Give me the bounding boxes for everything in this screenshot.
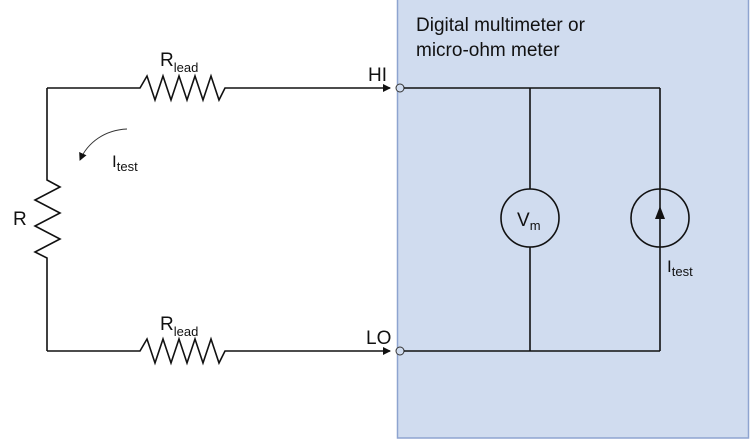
current-source: Itest [630,88,693,351]
meter-title-line2: micro-ohm meter [416,40,560,61]
svg-text:Itest: Itest [112,152,138,174]
current-source-circle [630,188,690,248]
dut-label: R [13,209,27,230]
lo-terminal-label: LO [366,328,391,349]
svg-text:Rlead: Rlead [160,50,198,75]
current-source-arrow-icon [655,206,665,219]
bottom-lead-label: R [160,314,174,335]
bottom-lead-resistor: Rlead [47,314,391,366]
meter-title-line1: Digital multimeter or [416,15,586,36]
current-direction-arrow: Itest [79,128,138,174]
hi-terminal [395,83,405,93]
top-lead-label: R [160,50,174,71]
svg-text:Vm: Vm [517,210,541,233]
hi-terminal-label: HI [368,65,387,86]
voltmeter: Vm [500,88,560,351]
meter-box [396,0,750,439]
svg-text:Rlead: Rlead [160,314,198,339]
svg-text:Itest: Itest [667,257,693,279]
top-lead-resistor: Rlead [47,50,391,103]
lo-terminal [395,346,405,356]
voltmeter-circle [500,188,560,248]
dut-resistor: R [13,88,62,351]
